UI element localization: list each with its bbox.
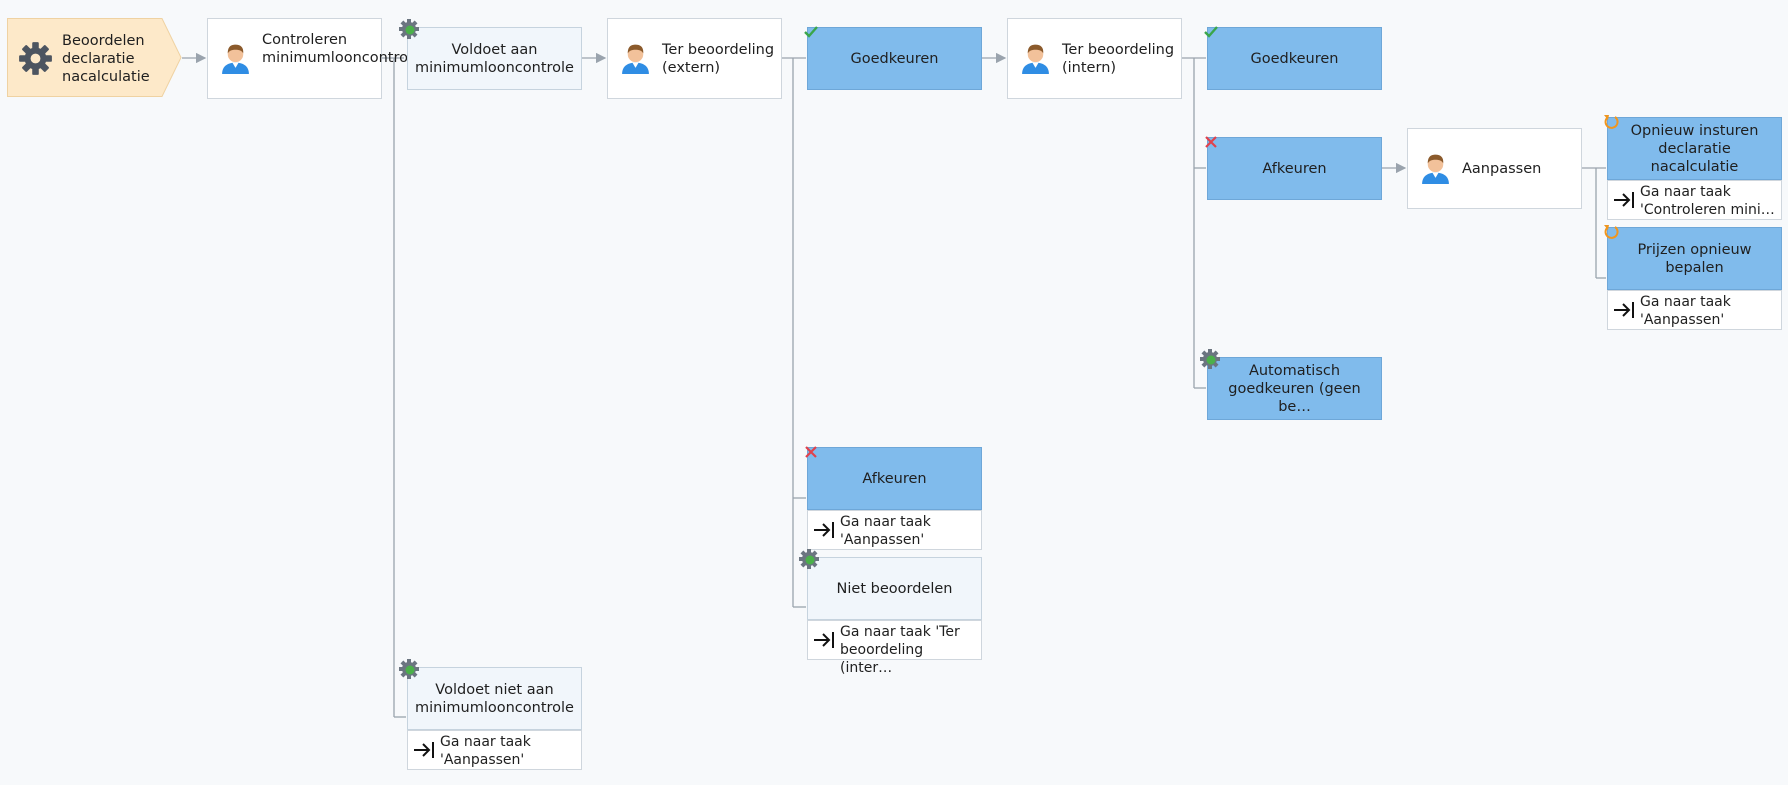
- goto-arrow-icon: [1614, 302, 1634, 318]
- goto-label: Ga naar taak 'Ter beoordeling (inter…: [840, 624, 960, 676]
- goto-ter-beoordeling-intern[interactable]: Ga naar taak 'Ter beoordeling (inter…: [807, 620, 982, 676]
- start-event-shape: [7, 18, 182, 97]
- cross-icon: [805, 446, 817, 458]
- decision-label: Opnieuw insturen declaratie nacalculatie: [1630, 122, 1759, 175]
- auto-step-niet-beoordelen[interactable]: Niet beoordelen: [807, 557, 982, 620]
- goto-aanpassen[interactable]: Ga naar taak 'Aanpassen': [407, 730, 582, 770]
- goto-label: Ga naar taak 'Aanpassen': [1640, 294, 1731, 328]
- goto-arrow-icon: [414, 742, 434, 758]
- goto-aanpassen[interactable]: Ga naar taak 'Aanpassen': [807, 510, 982, 550]
- task-ter-beoordeling-extern[interactable]: Ter beoordeling (extern): [607, 18, 782, 99]
- task-label: Aanpassen: [1462, 161, 1542, 177]
- goto-arrow-icon: [1614, 192, 1634, 208]
- auto-step-label: Niet beoordelen: [836, 580, 953, 597]
- auto-step-label: Voldoet niet aan minimumlooncontrole: [415, 681, 574, 716]
- person-avatar-icon: [1022, 44, 1049, 74]
- decision-label: Goedkeuren: [1250, 50, 1339, 67]
- auto-step-label: Voldoet aan minimumlooncontrole: [415, 41, 574, 76]
- decision-goedkeuren-2[interactable]: Goedkeuren: [1207, 27, 1382, 90]
- automation-gear-icon: [799, 549, 819, 569]
- automation-gear-icon: [399, 19, 419, 39]
- decision-label: Goedkeuren: [850, 50, 939, 67]
- goto-label: Ga naar taak 'Aanpassen': [840, 514, 931, 548]
- decision-afkeuren-1[interactable]: Afkeuren: [807, 447, 982, 510]
- retry-icon: [1604, 225, 1619, 239]
- person-avatar-icon: [222, 44, 249, 74]
- goto-arrow-icon: [814, 632, 834, 648]
- start-event-node[interactable]: Beoordelen declaratie nacalculatie: [7, 18, 182, 97]
- decision-prijzen-opnieuw[interactable]: Prijzen opnieuw bepalen: [1607, 227, 1782, 290]
- decision-label: Afkeuren: [1262, 160, 1327, 177]
- decision-automatisch-goedkeuren[interactable]: Automatisch goedkeuren (geen be…: [1207, 357, 1382, 420]
- goto-arrow-icon: [814, 522, 834, 538]
- decision-opnieuw-insturen[interactable]: Opnieuw insturen declaratie nacalculatie: [1607, 117, 1782, 180]
- task-label: Ter beoordeling (extern): [662, 42, 775, 76]
- task-ter-beoordeling-intern[interactable]: Ter beoordeling (intern): [1007, 18, 1182, 99]
- task-controleren[interactable]: Controleren minimumlooncontrole: [207, 18, 421, 99]
- checkmark-icon: [804, 26, 818, 38]
- decision-label: Prijzen opnieuw bepalen: [1637, 241, 1752, 276]
- decision-goedkeuren-1[interactable]: Goedkeuren: [807, 27, 982, 90]
- task-aanpassen[interactable]: Aanpassen: [1407, 128, 1582, 209]
- cross-icon: [1205, 136, 1217, 148]
- goto-label: Ga naar taak 'Controleren mini…: [1640, 184, 1775, 218]
- person-avatar-icon: [1422, 154, 1449, 184]
- person-avatar-icon: [622, 44, 649, 74]
- decision-label: Automatisch goedkeuren (geen be…: [1228, 362, 1361, 415]
- auto-step-voldoet-niet[interactable]: Voldoet niet aan minimumlooncontrole: [407, 667, 582, 730]
- task-label: Controleren minimumlooncontrole: [262, 32, 421, 66]
- goto-aanpassen[interactable]: Ga naar taak 'Aanpassen': [1607, 290, 1782, 330]
- task-label: Ter beoordeling (intern): [1062, 42, 1175, 76]
- gear-icon: [19, 42, 52, 75]
- start-event-label: Beoordelen declaratie nacalculatie: [62, 33, 150, 85]
- decision-afkeuren-2[interactable]: Afkeuren: [1207, 137, 1382, 200]
- checkmark-icon: [1204, 26, 1218, 38]
- automation-gear-icon: [399, 659, 419, 679]
- goto-label: Ga naar taak 'Aanpassen': [440, 734, 531, 768]
- automation-gear-icon: [1200, 349, 1220, 369]
- retry-icon: [1604, 115, 1619, 129]
- decision-label: Afkeuren: [862, 470, 927, 487]
- auto-step-voldoet[interactable]: Voldoet aan minimumlooncontrole: [407, 27, 582, 90]
- goto-controleren[interactable]: Ga naar taak 'Controleren mini…: [1607, 180, 1782, 220]
